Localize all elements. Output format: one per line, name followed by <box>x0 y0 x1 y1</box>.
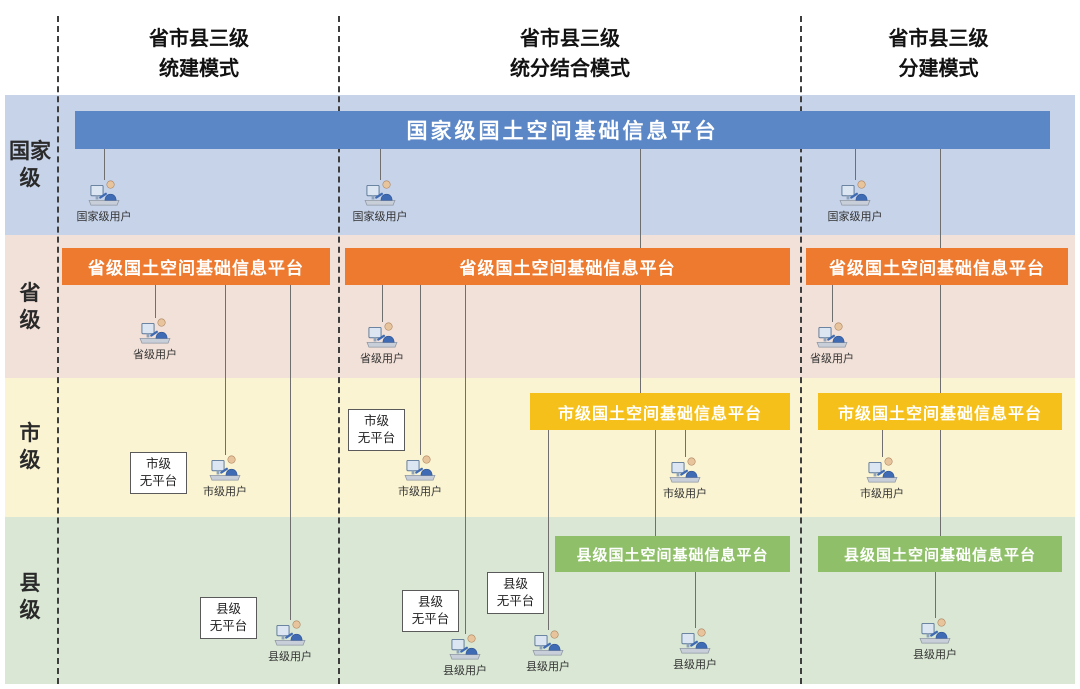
platform-bar-municipal-col2: 市级国土空间基础信息平台 <box>530 393 790 430</box>
no-platform-box-county-col1: 县级 无平台 <box>200 597 257 639</box>
no-platform-box-municipal-col2: 市级 无平台 <box>348 409 405 451</box>
user-node-provincial-col1: 省级用户 <box>117 316 193 362</box>
user-node-municipal-col2a: 市级用户 <box>382 453 458 499</box>
row-label-provincial: 省 级 <box>19 282 41 333</box>
user-icon <box>668 455 702 483</box>
user-node-municipal-col3: 市级用户 <box>844 455 920 501</box>
no-platform-box-county-col2a: 县级 无平台 <box>402 590 459 632</box>
user-icon <box>815 320 849 348</box>
user-node-national-col1: 国家级用户 <box>66 178 142 224</box>
user-node-provincial-col2: 省级用户 <box>344 320 420 366</box>
user-node-municipal-col1: 市级用户 <box>187 453 263 499</box>
user-label: 省级用户 <box>360 353 404 365</box>
connector-line <box>380 149 381 180</box>
row-label-national: 国家 级 <box>9 140 51 191</box>
user-node-county-col2c: 县级用户 <box>657 626 733 672</box>
user-icon <box>678 626 712 654</box>
column-header-separate-mode: 省市县三级 分建模式 <box>888 28 989 80</box>
user-label: 国家级用户 <box>827 211 883 223</box>
user-node-municipal-col2b: 市级用户 <box>647 455 723 501</box>
user-icon <box>365 320 399 348</box>
connector-line <box>155 285 156 318</box>
connector-line <box>465 285 466 634</box>
no-platform-box-county-col2b: 县级 无平台 <box>487 572 544 614</box>
user-icon <box>531 628 565 656</box>
user-label: 省级用户 <box>133 349 177 361</box>
column-separator-line <box>338 16 340 684</box>
user-icon <box>403 453 437 481</box>
connector-line <box>104 149 105 180</box>
user-icon <box>363 178 397 206</box>
user-icon <box>208 453 242 481</box>
no-platform-box-municipal-col1: 市级 无平台 <box>130 452 187 494</box>
user-icon <box>448 632 482 660</box>
user-icon <box>87 178 121 206</box>
user-icon <box>865 455 899 483</box>
user-icon <box>838 178 872 206</box>
connector-line <box>882 430 883 457</box>
user-label: 市级用户 <box>398 486 442 498</box>
user-icon <box>273 618 307 646</box>
platform-bar-municipal-col3: 市级国土空间基础信息平台 <box>818 393 1062 430</box>
user-node-county-col3: 县级用户 <box>897 616 973 662</box>
platform-bar-national: 国家级国土空间基础信息平台 <box>75 111 1050 149</box>
column-separator-line <box>800 16 802 684</box>
column-separator-line <box>57 16 59 684</box>
user-label: 县级用户 <box>913 649 957 661</box>
platform-bar-county-col2: 县级国土空间基础信息平台 <box>555 536 790 572</box>
connector-line <box>940 430 941 536</box>
user-label: 县级用户 <box>443 665 487 677</box>
connector-line <box>695 572 696 628</box>
user-node-county-col2a: 县级用户 <box>427 632 503 678</box>
user-label: 国家级用户 <box>352 211 408 223</box>
user-node-national-col2: 国家级用户 <box>342 178 418 224</box>
user-icon <box>138 316 172 344</box>
connector-line <box>855 149 856 180</box>
connector-line <box>935 572 936 618</box>
connector-line <box>382 285 383 322</box>
user-label: 市级用户 <box>203 486 247 498</box>
connector-line <box>420 285 421 455</box>
connector-line <box>655 430 656 536</box>
platform-bar-provincial-col3: 省级国土空间基础信息平台 <box>806 248 1068 285</box>
connector-line <box>832 285 833 322</box>
platform-bar-provincial-col1: 省级国土空间基础信息平台 <box>62 248 330 285</box>
platform-bar-provincial-col2: 省级国土空间基础信息平台 <box>345 248 790 285</box>
user-label: 市级用户 <box>663 488 707 500</box>
connector-line <box>225 285 226 455</box>
user-icon <box>918 616 952 644</box>
connector-line <box>290 285 291 620</box>
user-label: 县级用户 <box>268 651 312 663</box>
user-label: 县级用户 <box>673 659 717 671</box>
connector-line <box>548 430 549 630</box>
connector-line <box>685 430 686 457</box>
user-label: 市级用户 <box>860 488 904 500</box>
row-label-municipal: 市 级 <box>19 422 41 473</box>
user-node-provincial-col3: 省级用户 <box>794 320 870 366</box>
user-node-national-col3: 国家级用户 <box>817 178 893 224</box>
user-node-county-col2b: 县级用户 <box>510 628 586 674</box>
user-label: 县级用户 <box>526 661 570 673</box>
row-label-county: 县 级 <box>19 572 41 623</box>
user-label: 国家级用户 <box>76 211 132 223</box>
column-header-unified-mode: 省市县三级 统建模式 <box>149 28 249 80</box>
column-header-combined-mode: 省市县三级 统分结合模式 <box>510 28 630 80</box>
user-node-county-col1: 县级用户 <box>252 618 328 664</box>
platform-bar-county-col3: 县级国土空间基础信息平台 <box>818 536 1062 572</box>
user-label: 省级用户 <box>810 353 854 365</box>
